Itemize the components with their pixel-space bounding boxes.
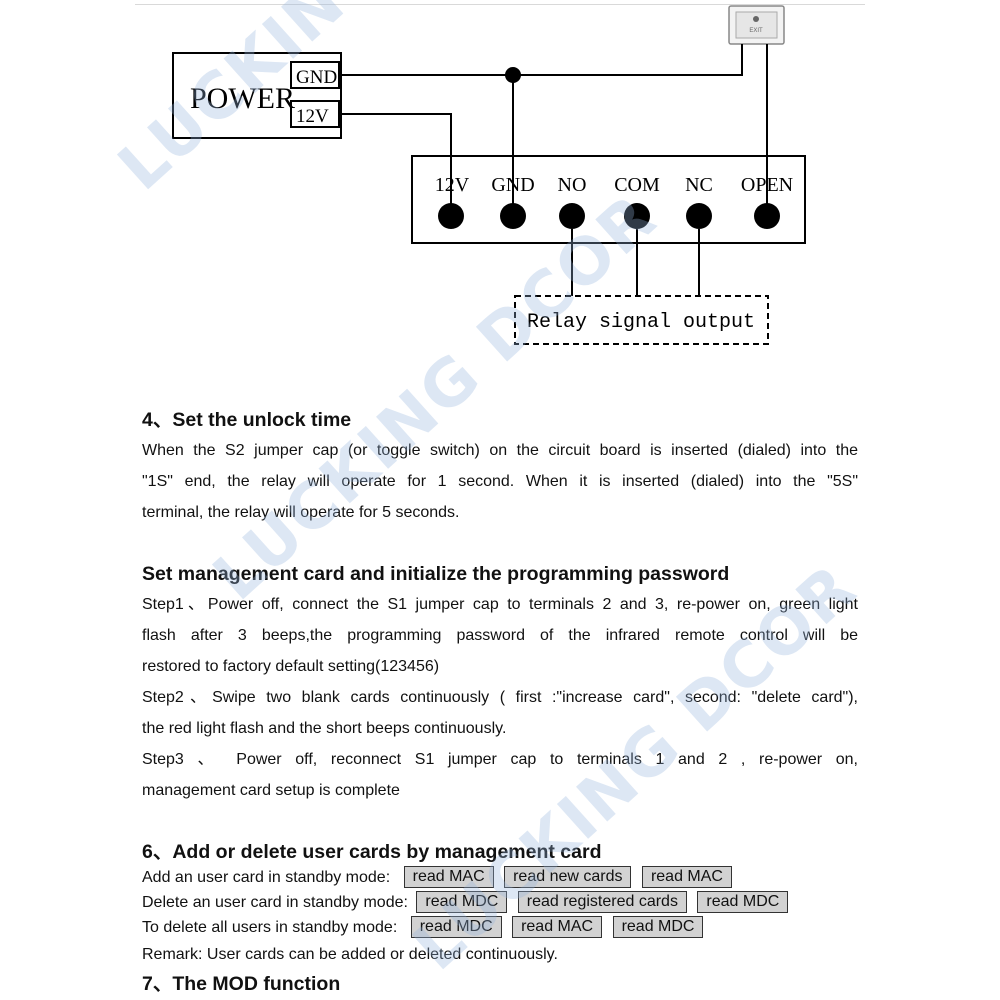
power-12v-terminal [290, 100, 340, 128]
section-4-line: terminal, the relay will operate for 5 s… [142, 504, 460, 521]
controller-terminal-block [411, 155, 806, 244]
card-step-chip: read registered cards [517, 891, 687, 913]
gnd-wire [341, 44, 743, 76]
step3-paragraph: Step3 、 Power off, reconnect S1 jumper c… [142, 744, 858, 806]
terminal-label-12v: 12V [435, 174, 470, 196]
terminal-12v [438, 203, 464, 229]
relay-output-label: Relay signal output [527, 311, 755, 334]
section-unlock-time: 4、Set the unlock time When the S2 jumper… [142, 407, 858, 528]
terminal-nc [686, 203, 712, 229]
card-step-chip: read MDC [612, 916, 704, 938]
step-line: flash after 3 beeps,the programming pass… [142, 627, 858, 644]
row-label: Add an user card in standby mode: [142, 869, 391, 886]
terminal-label-open: OPEN [741, 174, 793, 196]
card-step-chip: read MAC [512, 916, 603, 938]
top-divider [135, 4, 865, 5]
terminal-label-nc: NC [685, 174, 713, 196]
section-5-title: Set management card and initialize the p… [142, 563, 730, 585]
terminal-open [754, 203, 780, 229]
section-4-line: "1S" end, the relay will operate for 1 s… [142, 473, 858, 490]
add-user-row: Add an user card in standby mode: read M… [142, 865, 858, 890]
card-step-chip: read MAC [641, 866, 732, 888]
delete-user-row: Delete an user card in standby mode: rea… [142, 890, 858, 915]
wiring-diagram: POWER GND 12V EXIT 12V GND NO COM NC OPE… [172, 5, 806, 345]
card-step-chip: read MAC [403, 866, 494, 888]
section-4-paragraph: When the S2 jumper cap (or toggle switch… [142, 435, 858, 528]
power-12v-label: 12V [296, 106, 329, 127]
terminal-com [624, 203, 650, 229]
power-gnd-label: GND [296, 67, 337, 88]
delete-all-row: To delete all users in standby mode: rea… [142, 915, 858, 940]
row-label: To delete all users in standby mode: [142, 919, 398, 936]
step2-paragraph: Step2、Swipe two blank cards continuously… [142, 682, 858, 744]
section-4-title: 4、Set the unlock time [142, 409, 352, 431]
12v-wire [341, 113, 452, 216]
section-management-card: Set management card and initialize the p… [142, 561, 858, 806]
power-gnd-terminal [290, 61, 340, 89]
power-supply-box [172, 52, 342, 139]
card-step-chip: read MDC [697, 891, 789, 913]
step-line: Step3 、 Power off, reconnect S1 jumper c… [142, 751, 858, 768]
terminal-label-com: COM [614, 174, 660, 196]
terminal-label-gnd: GND [491, 174, 534, 196]
terminal-label-no: NO [558, 174, 587, 196]
step1-paragraph: Step1、Power off, connect the S1 jumper c… [142, 589, 858, 682]
power-label: POWER [190, 82, 295, 115]
exit-button-label: EXIT [749, 28, 763, 34]
remark: Remark: User cards can be added or delet… [142, 946, 558, 963]
terminal-gnd [500, 203, 526, 229]
section-7-title: 7、The MOD function [142, 973, 341, 995]
card-step-chip: read MDC [416, 891, 508, 913]
card-step-chip: read new cards [504, 866, 632, 888]
step-line: the red light flash and the short beeps … [142, 720, 507, 737]
step-line: Step1、Power off, connect the S1 jumper c… [142, 596, 858, 613]
step-line: Step2、Swipe two blank cards continuously… [142, 689, 858, 706]
step-line: management card setup is complete [142, 782, 400, 799]
card-step-chip: read MDC [410, 916, 502, 938]
section-6-title: 6、Add or delete user cards by management… [142, 841, 602, 863]
section-4-line: When the S2 jumper cap (or toggle switch… [142, 442, 858, 459]
step-line: restored to factory default setting(1234… [142, 658, 440, 675]
terminal-no [559, 203, 585, 229]
section-user-cards: 6、Add or delete user cards by management… [142, 839, 858, 967]
section-mod: 7、The MOD function [142, 971, 858, 997]
row-label: Delete an user card in standby mode: [142, 894, 408, 911]
